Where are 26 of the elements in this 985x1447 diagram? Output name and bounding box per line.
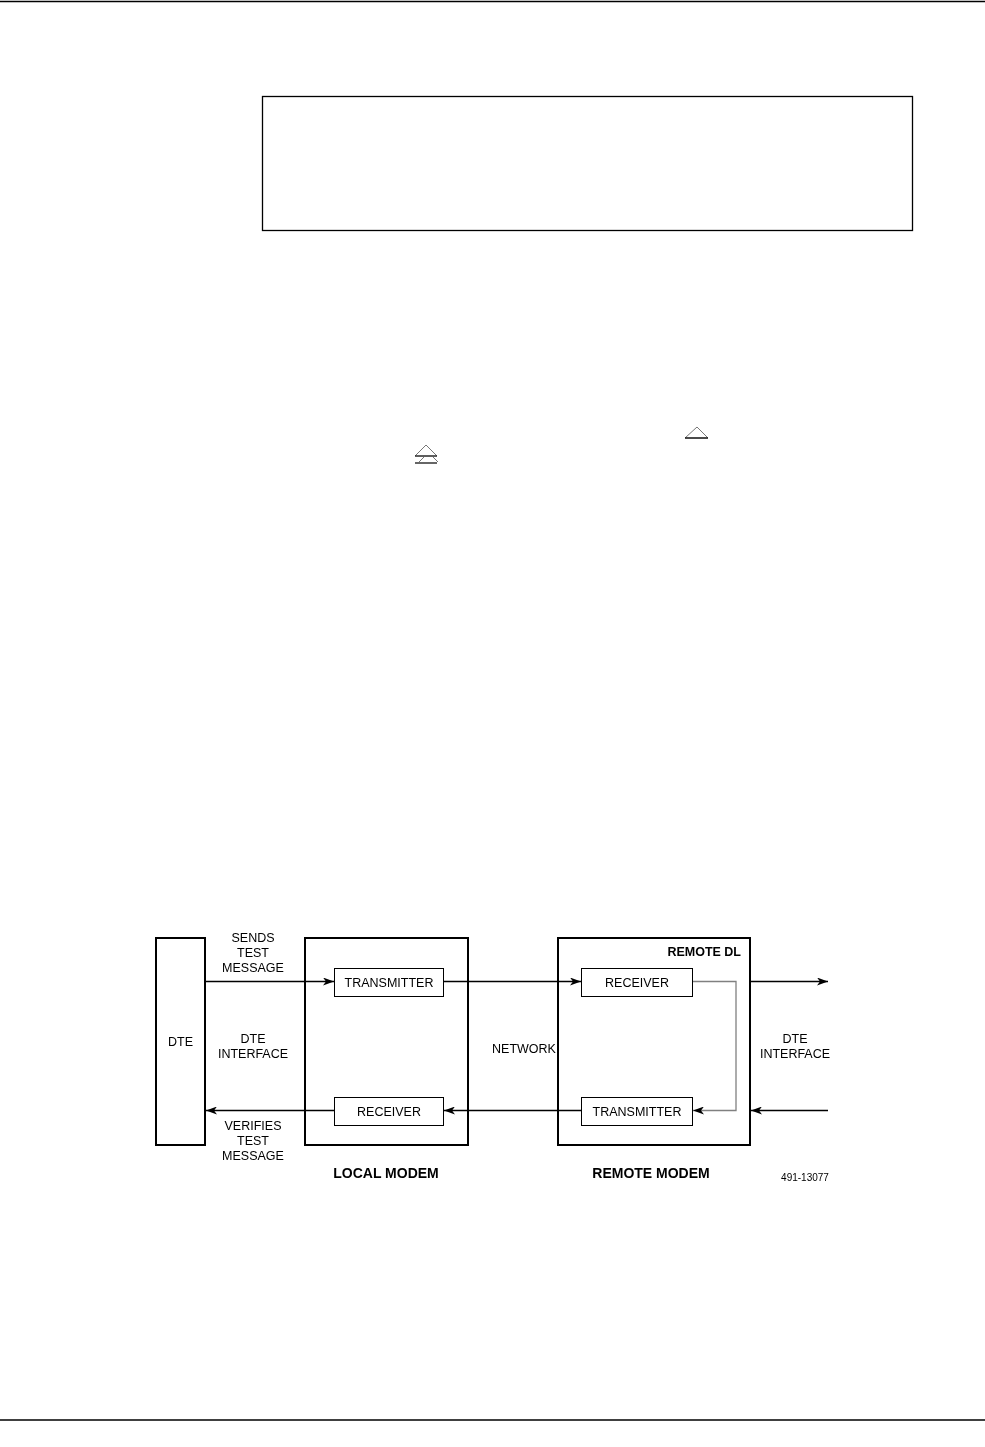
dte-box: [155, 937, 206, 1146]
arrow: [750, 977, 829, 986]
modem-box: [304, 937, 469, 1146]
arrow: [443, 1106, 582, 1115]
receiver-box: [334, 1097, 444, 1126]
interface-label: DTE INTERFACE: [758, 1032, 832, 1062]
unit-title: REMOTE DL: [667, 945, 741, 959]
network-label: NETWORK: [491, 1042, 557, 1057]
box-label: TRANSMITTER: [343, 975, 435, 990]
arrow: [205, 1106, 335, 1115]
transmitter-box: [581, 1097, 693, 1126]
arrow: [692, 980, 737, 1115]
box-label: DTE: [167, 1034, 194, 1049]
receiver-box: [581, 968, 693, 997]
figure-number: 491-13077: [780, 1171, 830, 1185]
box-label: RECEIVER: [356, 1104, 422, 1119]
modem-box: [557, 937, 751, 1146]
unit-caption: REMOTE MODEM: [591, 1166, 711, 1181]
unit-caption: LOCAL MODEM: [332, 1166, 440, 1181]
transmitter-box: [334, 968, 444, 997]
box-label: RECEIVER: [604, 975, 670, 990]
interface-label: DTE INTERFACE: [216, 1032, 290, 1062]
arrow: [443, 977, 582, 986]
arrow: [750, 1106, 829, 1115]
arrow: [205, 977, 335, 986]
box-label: TRANSMITTER: [591, 1104, 683, 1119]
